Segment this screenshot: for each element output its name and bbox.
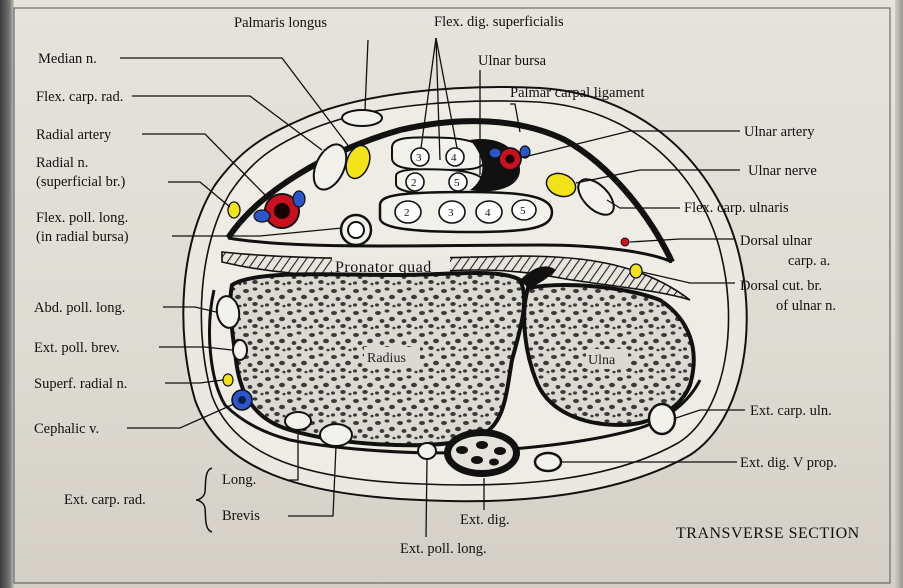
dorsal-ulnar-carpal-artery <box>621 238 629 246</box>
label-ext-carp-rad: Ext. carp. rad. <box>64 492 146 508</box>
ext-pollicis-longus-tendon <box>418 443 436 459</box>
label-dorsal-cut-line1: Dorsal cut. br. <box>740 278 822 294</box>
label-ext-carp-uln: Ext. carp. uln. <box>750 403 832 419</box>
tendon-number-deep-2: 3 <box>448 207 454 219</box>
label-dorsal-ulnar-line1: Dorsal ulnar <box>740 233 812 249</box>
tendon-number-deep-4: 5 <box>520 205 526 217</box>
label-ext-dig-v-prop: Ext. dig. V prop. <box>740 455 837 471</box>
superficial-radial-nerve <box>223 374 233 386</box>
extensor-digitorum-group <box>444 429 520 477</box>
label-ext-dig: Ext. dig. <box>460 512 510 528</box>
label-radial-artery: Radial artery <box>36 127 112 143</box>
label-radial-n-line1: Radial n. <box>36 155 88 171</box>
label-ulnar-bursa: Ulnar bursa <box>478 53 547 69</box>
ext-dig-v-prop-tendon <box>535 453 561 471</box>
tendon-number-deep-1: 2 <box>404 207 410 219</box>
flexor-profundus-group: 2 3 4 5 <box>380 192 552 232</box>
label-long: Long. <box>222 472 256 488</box>
tendon-number-deep-3: 4 <box>485 207 491 219</box>
radial-nerve-superficial <box>228 202 240 218</box>
ext-carp-rad-longus-tendon <box>285 412 311 430</box>
label-brevis: Brevis <box>222 508 260 524</box>
label-transverse-section: TRANSVERSE SECTION <box>676 525 860 542</box>
label-ulnar-artery: Ulnar artery <box>744 124 815 140</box>
label-ext-poll-brev: Ext. poll. brev. <box>34 340 120 356</box>
label-dorsal-ulnar-line2: carp. a. <box>788 253 830 269</box>
ext-carp-uln-tendon <box>649 404 675 434</box>
label-abd-poll-long: Abd. poll. long. <box>34 300 125 316</box>
label-flex-carp-ulnaris: Flex. carp. ulnaris <box>684 200 789 216</box>
tendon-number-sup-1: 3 <box>416 152 422 164</box>
label-palmar-carpal-ligament: Palmar carpal ligament <box>510 85 644 101</box>
label-radial-n-line2: (superficial br.) <box>36 174 126 190</box>
flexor-pollicis-longus-tendon <box>341 215 371 245</box>
ext-carp-rad-brevis-tendon <box>320 424 352 446</box>
label-cephalic-v: Cephalic v. <box>34 421 99 437</box>
label-ext-poll-long: Ext. poll. long. <box>400 541 487 557</box>
label-flex-poll-long-line1: Flex. poll. long. <box>36 210 128 226</box>
label-flex-carp-rad: Flex. carp. rad. <box>36 89 123 105</box>
tendon-number-sup-3: 2 <box>411 177 417 189</box>
dorsal-cutaneous-ulnar-nerve <box>630 264 642 278</box>
tendon-number-sup-4: 5 <box>454 177 460 189</box>
label-flex-dig-superficialis: Flex. dig. superficialis <box>434 14 564 30</box>
label-palmaris-longus: Palmaris longus <box>234 15 327 31</box>
label-flex-poll-long-line2: (in radial bursa) <box>36 229 129 245</box>
palmaris-longus-tendon <box>342 110 382 126</box>
extensor-pollicis-brevis-tendon <box>233 340 247 360</box>
label-superf-radial-n: Superf. radial n. <box>34 376 127 392</box>
tendon-number-sup-2: 4 <box>451 152 457 164</box>
label-dorsal-cut-line2: of ulnar n. <box>776 298 836 314</box>
label-ulnar-nerve: Ulnar nerve <box>748 163 817 179</box>
radius-label: Radius <box>367 351 406 366</box>
label-median-n: Median n. <box>38 51 97 67</box>
ext-carp-rad-brace <box>196 468 212 532</box>
ulna-label: Ulna <box>588 353 616 368</box>
